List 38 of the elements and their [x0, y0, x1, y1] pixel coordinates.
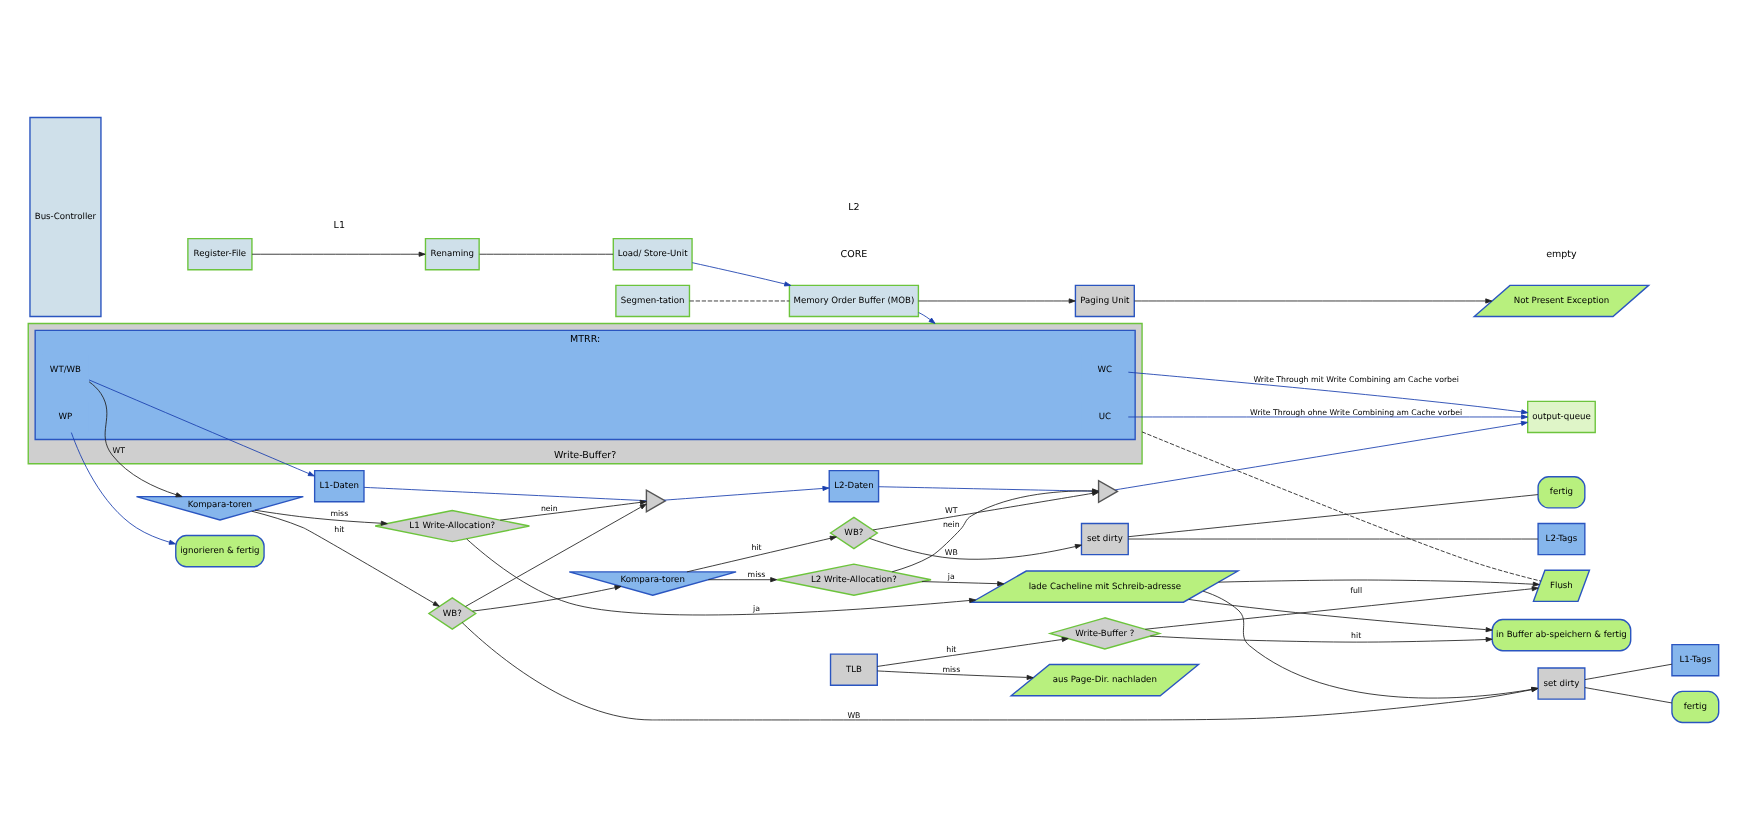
arrow — [1188, 598, 1493, 632]
node-triangle — [645, 487, 667, 512]
connector — [479, 252, 614, 254]
arrow — [499, 498, 647, 520]
connector — [1127, 493, 1539, 537]
arrow — [254, 508, 388, 525]
arrow — [691, 261, 792, 286]
arrow — [1218, 578, 1540, 586]
arrow — [1127, 413, 1529, 419]
arrow — [707, 576, 778, 582]
arrow — [88, 380, 183, 497]
connector — [878, 485, 1099, 491]
connector — [1584, 686, 1673, 703]
connector — [1127, 537, 1539, 539]
connector — [1584, 662, 1673, 679]
arrow — [663, 484, 830, 500]
arrow — [1127, 370, 1529, 414]
arrow — [251, 509, 440, 606]
arrow — [88, 378, 315, 476]
arrow — [918, 297, 1076, 303]
arrow — [686, 534, 837, 572]
arrow — [251, 250, 426, 256]
connector — [1141, 430, 1542, 581]
arrow — [466, 537, 977, 615]
arrow — [868, 536, 1082, 559]
arrow — [918, 311, 936, 323]
arrow — [921, 580, 1005, 586]
arrow — [1144, 585, 1539, 629]
arrow — [472, 584, 622, 611]
arrow — [876, 635, 1069, 666]
arrow — [877, 669, 1034, 679]
node-triangle — [1097, 478, 1119, 503]
arrow — [465, 502, 647, 606]
connector — [363, 485, 647, 501]
arrow — [1134, 297, 1493, 303]
arrow — [1149, 634, 1493, 642]
arrow — [1114, 419, 1528, 490]
arrow — [70, 431, 176, 544]
